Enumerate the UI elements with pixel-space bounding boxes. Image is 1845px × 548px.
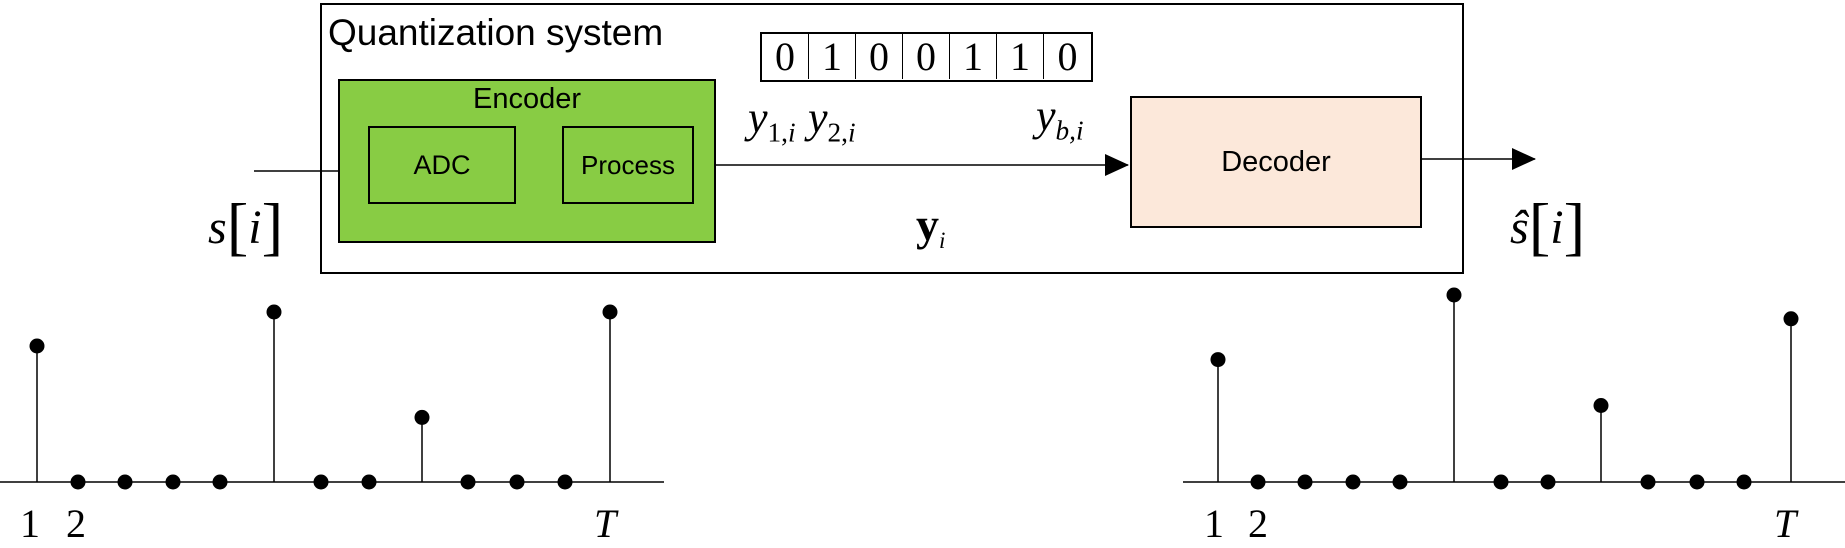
output-sample-point (1736, 474, 1752, 490)
input-tick-1: 1 (20, 501, 40, 546)
output-sample-point (1297, 474, 1313, 490)
bit-cell: 1 (809, 34, 856, 79)
bit-cell: 0 (762, 34, 809, 79)
adc-block: ADC (368, 126, 516, 204)
input-tick-2: 2 (66, 501, 86, 546)
bit-sequence: 0 1 0 0 1 1 0 (760, 32, 1093, 82)
input-sample-point (414, 409, 430, 425)
decoder-label: Decoder (1221, 145, 1331, 178)
output-sample-point (1493, 474, 1509, 490)
decoder-box: Decoder (1130, 96, 1422, 228)
output-tick-1: 1 (1204, 501, 1224, 546)
input-signal-label: s[i] (208, 191, 284, 263)
output-sample-point (1210, 352, 1226, 368)
input-sample-point (509, 474, 525, 490)
output-signal-label: ŝ[i] (1510, 191, 1586, 263)
quantization-system-title: Quantization system (328, 12, 664, 53)
process-block: Process (562, 126, 694, 204)
input-sample-point (460, 474, 476, 490)
input-sample-point (70, 474, 86, 490)
input-sample-point (29, 338, 45, 354)
bit-cell: 1 (950, 34, 997, 79)
output-sample-point (1783, 311, 1799, 327)
input-tick-T: T (594, 501, 617, 546)
y-vector-label: yi (916, 199, 946, 254)
output-sample-point (1250, 474, 1266, 490)
output-sample-point (1345, 474, 1361, 490)
output-sample-point (1593, 398, 1609, 413)
y1-label: y1,i (748, 93, 796, 148)
output-sample-point (1392, 474, 1408, 490)
yb-label: yb,i (1036, 91, 1084, 146)
encoder-label: Encoder (472, 83, 581, 115)
input-sample-point (212, 474, 228, 490)
input-sample-point (313, 474, 329, 490)
output-tick-2: 2 (1248, 501, 1268, 546)
output-sample-point (1689, 474, 1705, 490)
input-sample-point (557, 474, 573, 490)
bit-cell: 0 (1057, 33, 1078, 79)
quantization-system-box (320, 3, 1464, 274)
output-tick-T: T (1774, 501, 1797, 546)
bit-cell: 0 (903, 34, 950, 79)
bit-cell: 1 (997, 34, 1044, 79)
adc-label: ADC (413, 149, 471, 180)
encoder-box (338, 79, 716, 243)
process-label: Process (581, 149, 675, 180)
y2-label: y2,i (808, 93, 856, 148)
input-sample-point (266, 304, 282, 320)
output-sample-point (1640, 474, 1656, 490)
output-sample-point (1540, 474, 1556, 490)
input-sample-point (602, 304, 618, 320)
bit-cell: 0 (856, 34, 903, 79)
input-sample-point (117, 474, 133, 490)
output-sample-point (1446, 287, 1462, 303)
input-sample-point (361, 474, 377, 490)
input-sample-point (165, 474, 181, 490)
